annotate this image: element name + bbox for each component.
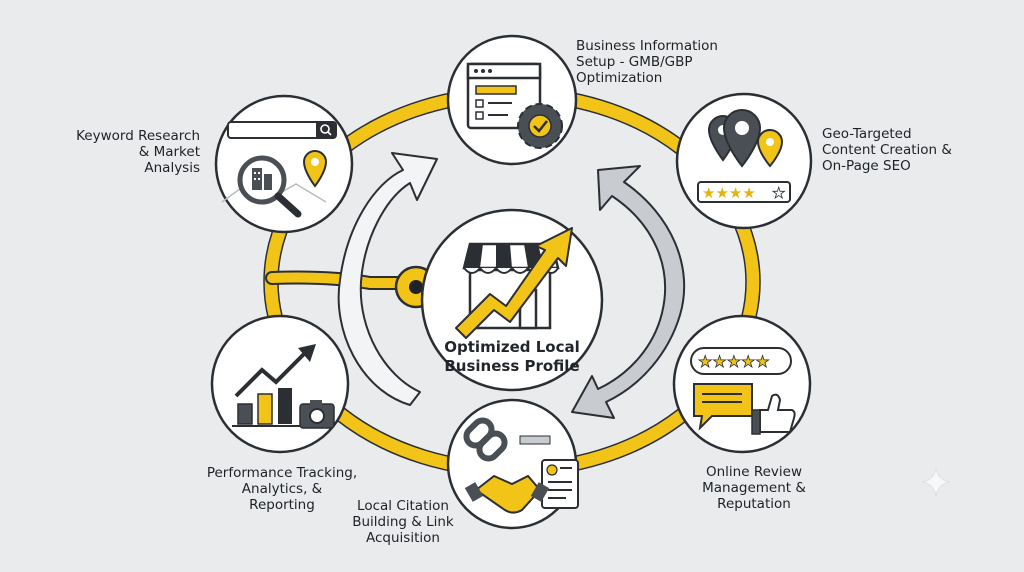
step-bubble-keyword-research [214, 94, 354, 234]
gear-check-icon [517, 103, 563, 149]
map-pin-icon [302, 150, 328, 188]
stars-bubble-icon: ★★★★★ [690, 347, 792, 375]
svg-text:★★★★★: ★★★★★ [698, 352, 770, 371]
chat-bubble-icon [693, 383, 753, 431]
step-label-keyword-research: Keyword Research & Market Analysis [76, 128, 200, 176]
bar-chart-icon [232, 388, 300, 427]
search-bar-icon [227, 121, 337, 139]
center-bubble [420, 208, 604, 392]
chain-link-icon [463, 417, 508, 462]
svg-text:★★★★: ★★★★ [702, 184, 756, 202]
step-label-review-management: Online Review Management & Reputation [702, 464, 806, 512]
thumbs-up-icon [751, 393, 796, 435]
step-bubble-performance-tracking [210, 314, 350, 454]
step-bubble-geo-content: ★★★★ ★ [675, 92, 813, 230]
center-label: Optimized Local Business Profile [444, 338, 580, 375]
step-bubble-review-management: ★★★★★ [672, 314, 812, 454]
magnifier-buildings-icon [237, 155, 302, 218]
profile-card-icon [541, 459, 579, 509]
cycle-arrow-left [337, 152, 438, 406]
step-label-citation-building: Local Citation Building & Link Acquisiti… [352, 498, 454, 546]
svg-text:★: ★ [772, 184, 785, 202]
step-label-performance-tracking: Performance Tracking, Analytics, & Repor… [206, 465, 358, 513]
step-bubble-citation-building [446, 398, 579, 530]
map-pins-icon [707, 109, 784, 168]
trend-arrow-icon [234, 344, 316, 398]
ring-connector [265, 265, 438, 309]
step-label-business-info: Business Information Setup - GMB/GBP Opt… [576, 38, 718, 86]
growth-arrow-icon [455, 227, 573, 339]
step-label-geo-content: Geo-Targeted Content Creation & On-Page … [822, 126, 952, 174]
cycle-arrow-right [571, 165, 686, 419]
sparkle-icon [921, 467, 951, 497]
handshake-icon [464, 474, 550, 514]
star-rating-icon: ★★★★ ★ [697, 181, 791, 203]
step-bubble-business-info [446, 34, 578, 166]
camera-icon [299, 400, 335, 429]
